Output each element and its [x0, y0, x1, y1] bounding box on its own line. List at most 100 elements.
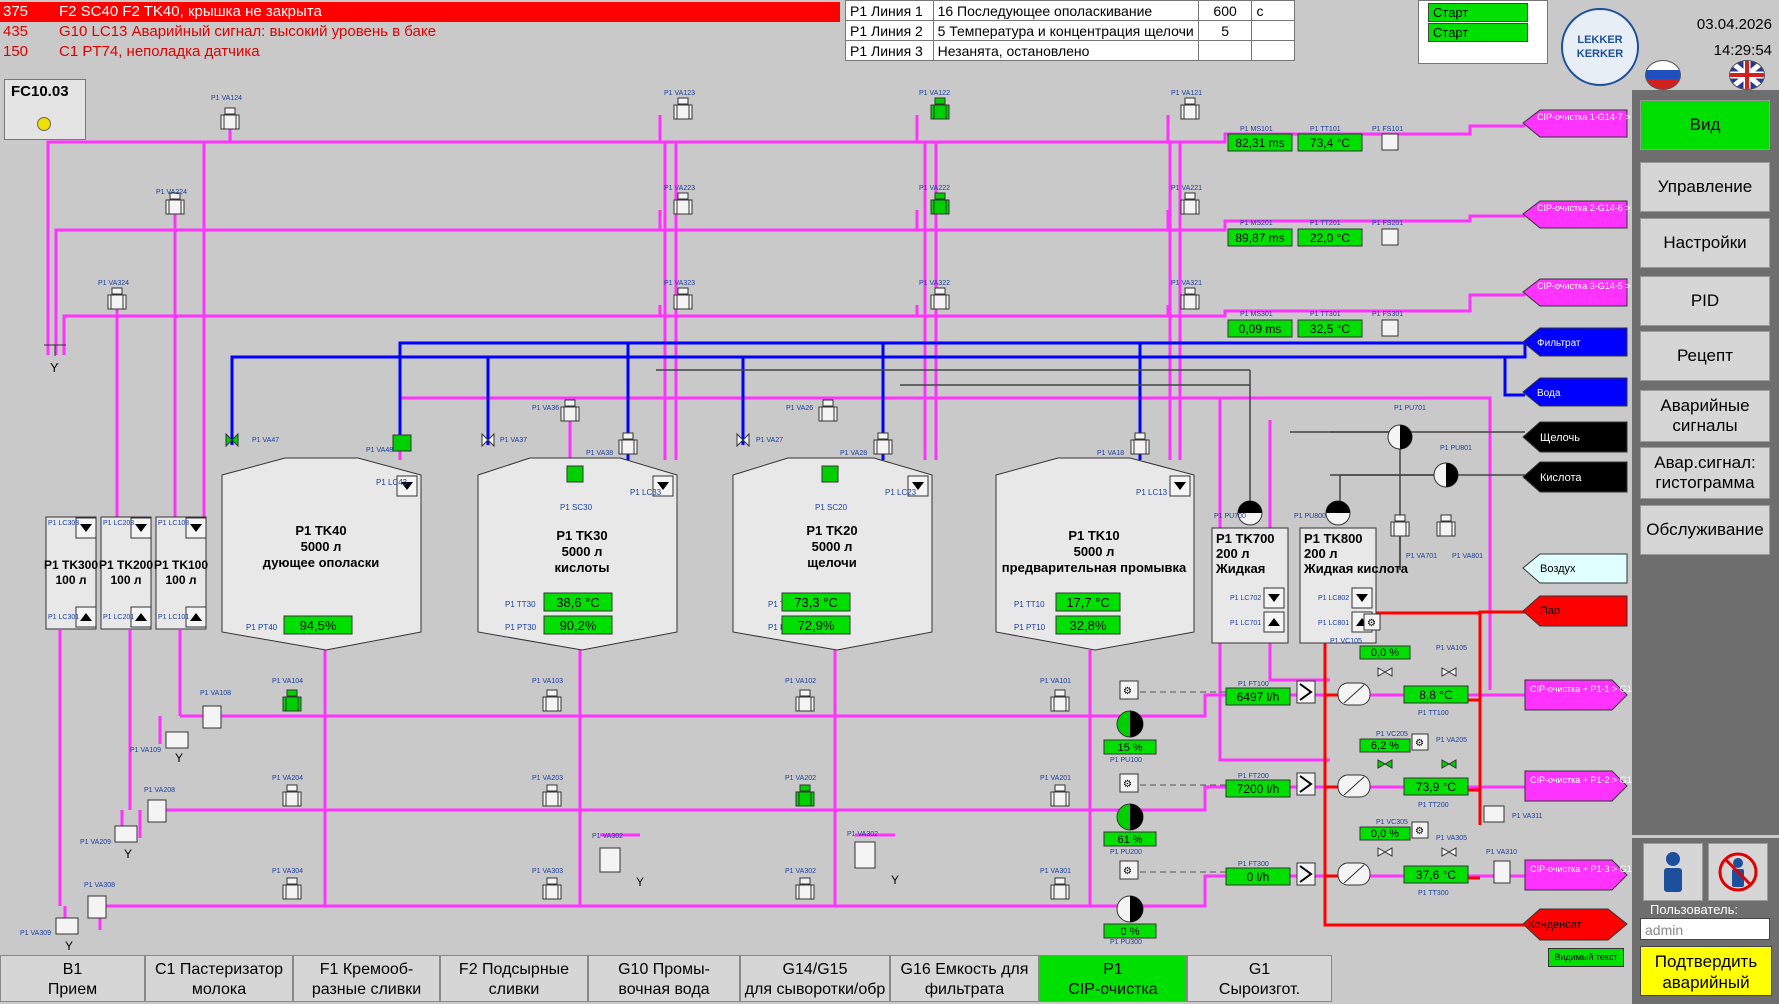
vfd-icon[interactable]: ⚙: [1119, 680, 1139, 700]
dest-supply-3[interactable]: CIP-очистка + P1-3 > G14: [1524, 859, 1632, 891]
valve-va101[interactable]: P1 VA101: [1040, 678, 1071, 712]
valve-va47[interactable]: P1 VA47: [225, 432, 279, 448]
media-filtrate[interactable]: Фильтрат: [1522, 327, 1628, 357]
pump-pu100[interactable]: 15 % P1 PU100: [1103, 710, 1157, 764]
tank-tk30[interactable]: P1 TK30 5000 л кислоты: [477, 457, 678, 651]
lc-tk40[interactable]: P1 LC43: [376, 475, 418, 497]
pump-pu801[interactable]: P1 PU801: [1433, 445, 1472, 488]
valve-va303[interactable]: P1 VA303: [532, 868, 563, 900]
small-tank-tk200[interactable]: P1 TK200 100 л P1 LC203 P1 LC201: [99, 516, 153, 630]
valve-va28[interactable]: P1 VA28: [840, 432, 893, 457]
valve-va104[interactable]: P1 VA104: [272, 678, 303, 712]
dest-cip-1[interactable]: CIP-очистка 1-G14-7 > P1: [1522, 109, 1632, 138]
valve-va123[interactable]: P1 VA123: [664, 90, 695, 120]
valve-va222[interactable]: P1 VA222: [919, 185, 950, 215]
heat-exchanger-icon[interactable]: [1337, 862, 1371, 886]
valve-va304[interactable]: P1 VA304: [272, 868, 303, 900]
media-steam[interactable]: Пар: [1522, 595, 1628, 627]
valve-va203[interactable]: P1 VA203: [532, 775, 563, 807]
nav-settings[interactable]: Настройки: [1640, 218, 1770, 268]
valve-va305[interactable]: P1 VA305: [1436, 835, 1467, 857]
valve-va302[interactable]: P1 VA302: [785, 868, 816, 900]
media-water[interactable]: Вода: [1522, 377, 1628, 407]
russian-flag-icon[interactable]: [1645, 60, 1681, 90]
valve-va38[interactable]: P1 VA38: [586, 432, 638, 457]
nav-alarms[interactable]: Аварийные сигналы: [1640, 390, 1770, 442]
nav-control[interactable]: Управление: [1640, 162, 1770, 212]
valve-va103[interactable]: P1 VA103: [532, 678, 563, 712]
user-icon[interactable]: [1643, 843, 1703, 901]
valve-va322[interactable]: P1 VA322: [919, 280, 950, 310]
control-valve-vc105[interactable]: P1 VC105 ⚙ 0,0 %: [1330, 613, 1411, 677]
media-condensate[interactable]: Конденсат: [1522, 908, 1628, 941]
side-tank-tk700[interactable]: P1 TK700 200 л Жидкая P1 LC702 P1 LC701 …: [1211, 500, 1289, 644]
nav-pid[interactable]: PID: [1640, 276, 1770, 326]
visible-text-toggle[interactable]: Видимый текст: [1548, 948, 1624, 967]
valve-va323[interactable]: P1 VA323: [664, 280, 695, 310]
valve-va301[interactable]: P1 VA301: [1040, 868, 1071, 900]
media-air[interactable]: Воздух: [1522, 553, 1628, 584]
valve-va202[interactable]: P1 VA202: [785, 775, 816, 807]
valve-va105[interactable]: P1 VA105: [1436, 645, 1467, 677]
uk-flag-icon[interactable]: [1729, 60, 1765, 90]
valve-va201[interactable]: P1 VA201: [1040, 775, 1071, 807]
valve-va311[interactable]: P1 VA311: [1483, 805, 1543, 823]
confirm-alarm-button[interactable]: Подтвердить аварийный сигнал: [1640, 946, 1772, 996]
sc20-indicator[interactable]: [821, 465, 839, 483]
nav-service[interactable]: Обслуживание: [1640, 505, 1770, 555]
logout-icon[interactable]: [1708, 843, 1768, 901]
control-valve-vc305[interactable]: P1 VC305 ⚙ 0,0 %: [1359, 819, 1429, 857]
valve-va121[interactable]: P1 VA121: [1171, 90, 1202, 120]
nav-alarm-histogram[interactable]: Авар.сигнал: гистограмма: [1640, 447, 1770, 499]
heat-exchanger-icon[interactable]: [1337, 682, 1371, 706]
media-alkali[interactable]: Щелочь: [1522, 421, 1628, 453]
valve-va102[interactable]: P1 VA102: [785, 678, 816, 712]
valve-va26[interactable]: P1 VA26: [786, 399, 838, 422]
valve-va36[interactable]: P1 VA36: [532, 399, 580, 422]
media-acid[interactable]: Кислота: [1522, 461, 1628, 493]
tank-tk10[interactable]: P1 TK10 5000 л предварительная промывка: [995, 457, 1195, 651]
valve-va48[interactable]: P1 VA48: [366, 434, 412, 454]
pump-pu200[interactable]: 61 % P1 PU200: [1103, 803, 1157, 856]
control-valve-vc205[interactable]: P1 VC205 ⚙ 6,2 %: [1359, 731, 1429, 769]
sc30-indicator[interactable]: [566, 465, 584, 483]
valve-va208[interactable]: P1 VA208: [144, 787, 175, 823]
fs-indicator[interactable]: [1381, 228, 1399, 246]
valve-va37[interactable]: P1 VA37: [481, 432, 527, 448]
dest-cip-3[interactable]: CIP-очистка 3-G14-5 > P1: [1522, 278, 1632, 307]
valve-va701[interactable]: P1 VA701: [1390, 514, 1437, 560]
valve-va27[interactable]: P1 VA27: [736, 432, 783, 448]
fs-indicator[interactable]: [1381, 133, 1399, 151]
line1-start-button[interactable]: Старт: [1428, 3, 1528, 22]
valve-va108[interactable]: P1 VA108: [200, 690, 231, 729]
valve-va221[interactable]: P1 VA221: [1171, 185, 1202, 215]
fs-indicator[interactable]: [1381, 319, 1399, 337]
small-tank-tk300[interactable]: P1 TK300 100 л P1 LC303 P1 LC301: [44, 516, 98, 630]
small-tank-tk100[interactable]: P1 TK100 100 л P1 LC103 P1 LC101: [154, 516, 208, 630]
valve-va324[interactable]: P1 VA324: [98, 280, 129, 310]
fc-status-box[interactable]: FC10.03: [4, 79, 86, 140]
side-tank-tk800[interactable]: P1 TK800 200 л Жидкая кислота P1 LC802 P…: [1294, 500, 1409, 644]
valve-va124[interactable]: P1 VA124: [211, 95, 242, 130]
valve-va308[interactable]: P1 VA308: [84, 882, 115, 919]
valve-va321[interactable]: P1 VA321: [1171, 280, 1202, 310]
heat-exchanger-icon[interactable]: [1337, 774, 1371, 798]
tank-tk40[interactable]: P1 TK40 5000 л дующее ополаски: [221, 457, 422, 651]
valve-va122[interactable]: P1 VA122: [919, 90, 950, 120]
lc-tk30[interactable]: P1 LC33: [630, 475, 674, 497]
valve-va224[interactable]: P1 VA224: [156, 189, 187, 215]
valve-va310[interactable]: P1 VA310: [1486, 849, 1517, 884]
